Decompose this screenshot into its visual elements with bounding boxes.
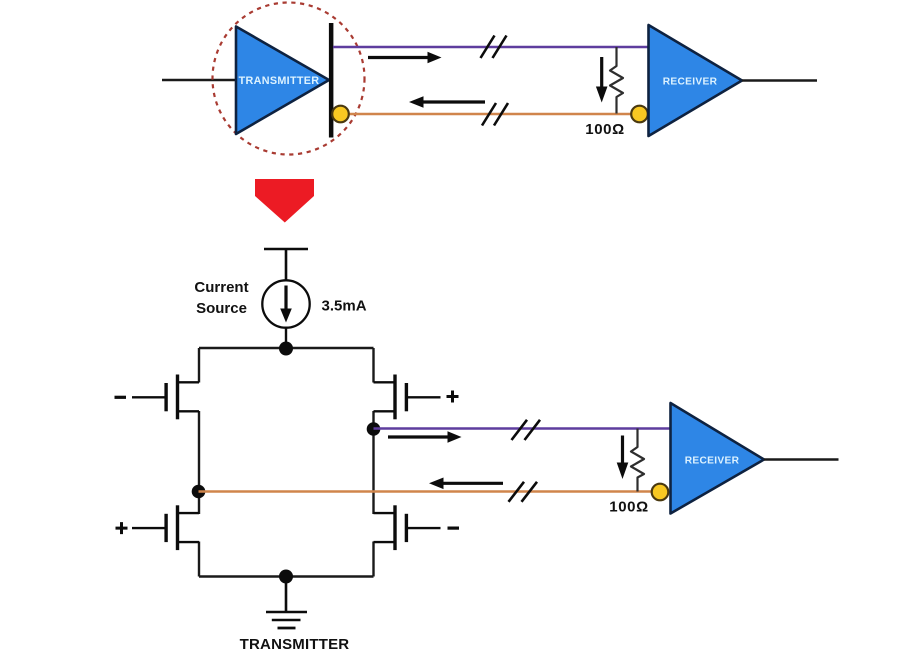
svg-text:TRANSMITTER: TRANSMITTER	[240, 636, 350, 653]
svg-text:100Ω: 100Ω	[609, 499, 648, 516]
svg-text:Current: Current	[194, 279, 248, 296]
svg-text:100Ω: 100Ω	[585, 121, 624, 138]
svg-text:3.5mA: 3.5mA	[322, 298, 367, 315]
svg-text:TRANSMITTER: TRANSMITTER	[239, 75, 320, 87]
svg-text:RECEIVER: RECEIVER	[663, 76, 718, 87]
svg-text:RECEIVER: RECEIVER	[685, 455, 740, 466]
svg-text:Source: Source	[196, 300, 247, 317]
